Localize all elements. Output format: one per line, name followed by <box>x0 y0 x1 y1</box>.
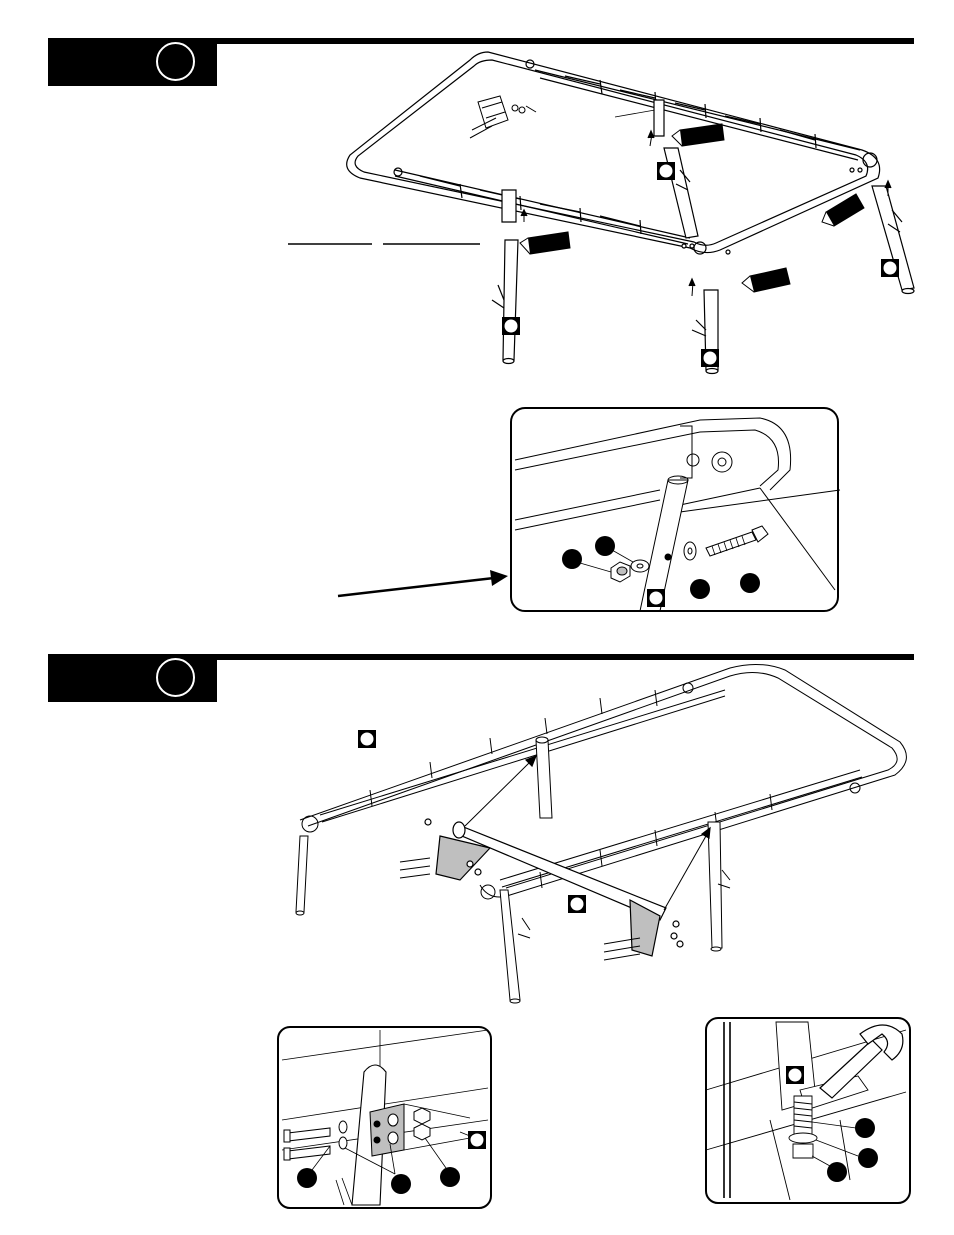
step-2-detail-left-panel <box>278 1027 491 1208</box>
step-2-detail-right-panel <box>706 1018 910 1203</box>
step-1-canopy-frame <box>347 52 880 254</box>
step-1-glue-tube-d <box>822 194 864 226</box>
step-1-detail-pointer-arrow <box>338 570 508 596</box>
step-1-glue-tube-b <box>672 124 724 146</box>
step-1-glue-tube-c <box>742 268 790 292</box>
step-1-glue-tube-a <box>520 232 570 254</box>
step-1-bracket-hardware <box>470 96 536 138</box>
step-2-legs <box>296 737 730 1003</box>
step-2-crossbar <box>400 756 710 960</box>
step-1-detail-panel <box>511 408 840 611</box>
step-2-canopy-frame <box>300 664 906 899</box>
step-1-leg-a <box>492 190 527 364</box>
